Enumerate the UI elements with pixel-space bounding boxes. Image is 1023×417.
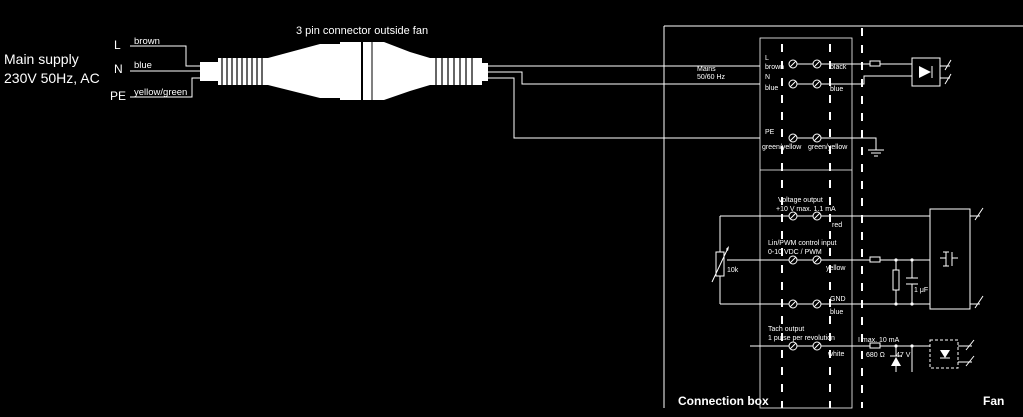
gnd-wire: blue [830,309,843,316]
wire-color-brown: brown [134,36,160,47]
wire-label-N: N [114,62,123,76]
terminal-control-input [727,255,930,265]
terminal-PE: PE green/yellow green/yellow [762,129,877,151]
svg-text:L: L [765,55,769,62]
capacitor-label: 1 μF [914,287,928,294]
pulldown-resistor-icon [892,269,900,291]
wire-label-L: L [114,38,121,52]
rectifier-icon [911,57,952,87]
svg-text:blue: blue [765,85,778,92]
connector-title: 3 pin connector outside fan [296,25,428,37]
fan-label: Fan [983,394,1004,408]
input-wires [130,45,200,98]
svg-text:green/yellow: green/yellow [808,144,848,151]
potentiometer-icon [711,216,729,304]
supply-line-2: 230V 50Hz, AC [4,70,100,86]
wire-label-PE: PE [110,89,126,103]
tach-resistor-icon [869,342,881,349]
voltage-output-wire: red [832,222,842,229]
terminal-L: L brown black [765,55,852,71]
terminal-voltage-output [720,211,930,221]
tach-zener: 47 V [896,352,911,359]
zener-diode-icon [890,344,902,372]
potentiometer-label: 10k [727,267,739,274]
tach-title: Tach output [768,326,804,333]
svg-text:green/yellow: green/yellow [762,144,802,151]
tach-spec: 1 pulse per revolution [768,335,835,342]
tach-current: I max. 10 mA [858,337,900,344]
svg-text:black: black [830,64,847,71]
wire-color-blue: blue [134,60,152,71]
connection-box-label: Connection box [678,394,769,408]
svg-text:PE: PE [765,129,775,136]
input-resistor-icon [869,256,881,263]
terminal-tach [750,341,930,351]
control-input-spec: 0-10 VDC / PWM [768,249,822,256]
control-input-title: Lin/PWM control input [768,240,837,247]
gnd-label: GND [830,296,846,303]
mains-label: Mains [697,66,716,73]
optocoupler-icon [929,339,975,369]
tach-resistor: 680 Ω [866,352,885,359]
connection-box-border [663,25,1023,408]
terminal-gnd [720,299,930,309]
terminal-N: N blue blue [765,74,852,93]
svg-text:N: N [765,74,770,81]
connector-icon [200,42,488,100]
fuse-icon [869,60,881,67]
voltage-output-title: Voltage output [778,197,823,204]
voltage-output-spec: +10 V max. 1.1 mA [776,206,836,213]
tach-wire: white [827,351,844,358]
ground-icon [868,149,884,157]
supply-line-1: Main supply [4,51,79,67]
svg-text:brown: brown [765,64,784,71]
capacitor-icon [906,277,918,285]
mains-frequency: 50/60 Hz [697,74,726,81]
wire-color-yellow-green: yellow/green [134,87,187,98]
fan-controller-icon [929,207,984,310]
svg-text:blue: blue [830,86,843,93]
terminal-strip [759,37,853,409]
cable-wires [488,65,760,139]
control-input-wire: yellow [826,265,846,272]
